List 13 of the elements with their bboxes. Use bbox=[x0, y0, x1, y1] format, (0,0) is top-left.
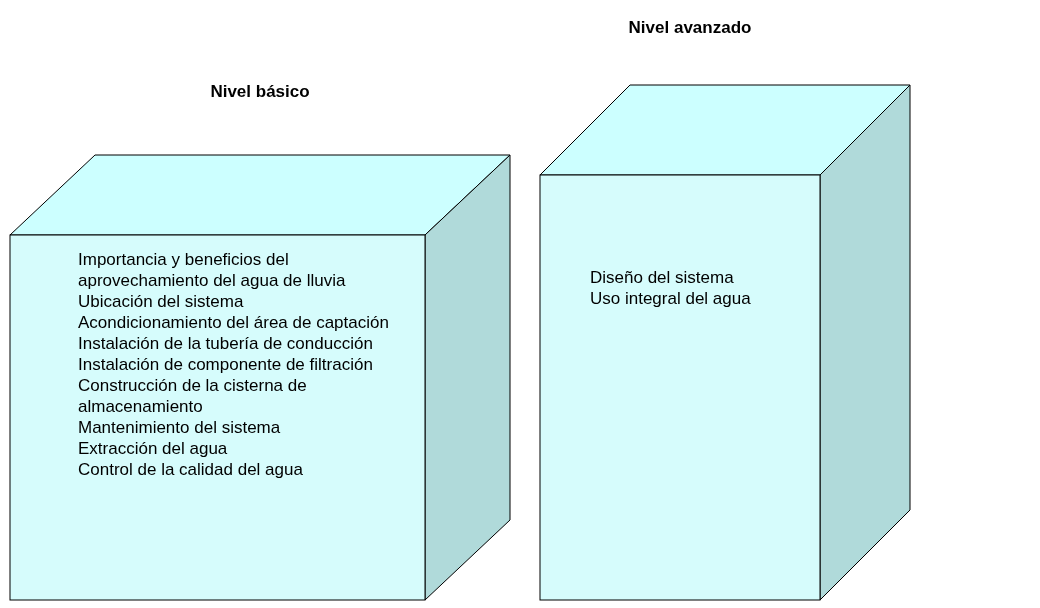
topic-text: Acondicionamiento del área de captación bbox=[78, 312, 390, 333]
topic-text: Extracción del agua bbox=[78, 438, 229, 459]
topic-text: Uso integral del agua bbox=[590, 288, 752, 309]
cube-title: Nivel básico bbox=[210, 82, 310, 102]
cube-title: Nivel avanzado bbox=[628, 18, 752, 38]
topic-text: Control de la calidad del agua bbox=[78, 459, 304, 480]
topic-text: Instalación de componente de filtración bbox=[78, 354, 374, 375]
topic-text: Importancia y beneficios del aprovechamiento del agua de lluvia bbox=[78, 249, 347, 291]
topic-text: Ubicación del sistema bbox=[78, 291, 245, 312]
topic-text: Construcción de la cisterna de almacenamiento bbox=[78, 375, 308, 417]
topic-text: Mantenimiento del sistema bbox=[78, 417, 282, 438]
topic-text: Instalación de la tubería de conducción bbox=[78, 333, 374, 354]
topic-text: Diseño del sistema bbox=[590, 267, 735, 288]
